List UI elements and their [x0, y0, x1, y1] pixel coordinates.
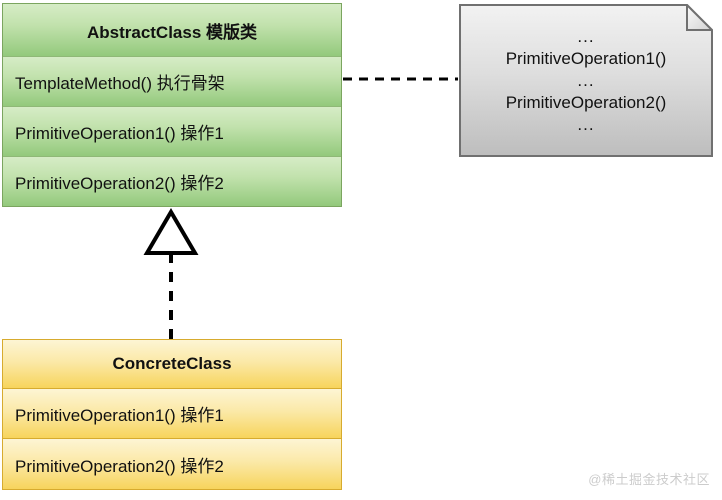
- watermark-text: @稀土掘金技术社区: [588, 472, 710, 487]
- concrete-class-member-primitive-operation-1: PrimitiveOperation1() 操作1: [3, 387, 341, 439]
- note-line-1: ...: [577, 27, 595, 46]
- abstract-class-member-template-method: TemplateMethod() 执行骨架: [3, 56, 341, 106]
- abstract-class-member-primitive-operation-1: PrimitiveOperation1() 操作1: [3, 106, 341, 156]
- concrete-class-title: ConcreteClass: [3, 340, 341, 388]
- note-line-2: PrimitiveOperation1(): [505, 49, 667, 68]
- abstract-class-box[interactable]: AbstractClass 模版类 TemplateMethod() 执行骨架 …: [2, 3, 342, 207]
- abstract-class-title: AbstractClass 模版类: [3, 4, 341, 56]
- note-shape-icon: [459, 4, 713, 157]
- note-line-4: PrimitiveOperation2(): [505, 93, 667, 112]
- abstract-class-member-primitive-operation-2: PrimitiveOperation2() 操作2: [3, 156, 341, 206]
- concrete-class-box[interactable]: ConcreteClass PrimitiveOperation1() 操作1 …: [2, 339, 342, 490]
- generalization-hollow-triangle-icon: [143, 208, 199, 255]
- note-line-3: ...: [577, 71, 595, 90]
- note-box[interactable]: ... PrimitiveOperation1() ... PrimitiveO…: [459, 4, 713, 157]
- concrete-class-member-primitive-operation-2: PrimitiveOperation2() 操作2: [3, 438, 341, 489]
- note-line-5: ...: [577, 115, 595, 134]
